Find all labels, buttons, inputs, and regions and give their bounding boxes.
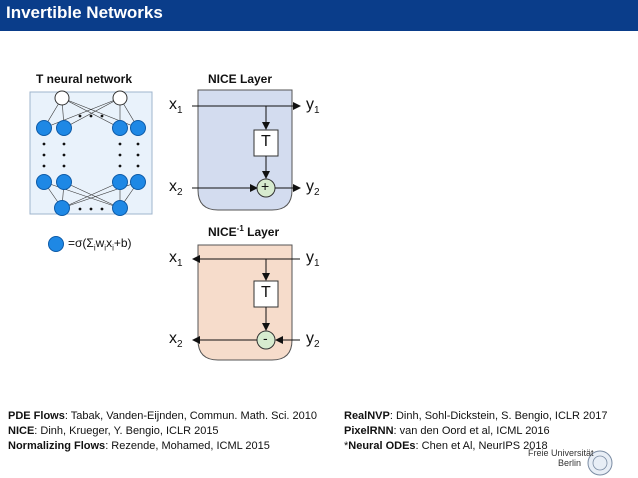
university-footer: Freie Universität Berlin	[528, 448, 638, 468]
formula-sub: i	[112, 243, 114, 253]
reference-item: NICE: Dinh, Krueger, Y. Bengio, ICLR 201…	[8, 424, 317, 439]
reference-name: Neural ODEs	[348, 440, 416, 452]
output-node	[54, 200, 70, 216]
hidden-node	[36, 120, 52, 136]
reference-text: : Dinh, Sohl-Dickstein, S. Bengio, ICLR …	[389, 410, 608, 422]
nice-y1-label: y1	[306, 96, 320, 116]
formula-part: =σ(Σ	[68, 236, 94, 250]
reference-name: RealNVP	[344, 410, 390, 422]
hidden-node	[36, 174, 52, 190]
page-title: Invertible Networks	[6, 3, 163, 22]
reference-text: : Chen et Al, NeurIPS 2018	[415, 440, 548, 452]
nice-inverse-layer-title: NICE-1 Layer	[208, 224, 279, 239]
nice-y2-label: y2	[306, 178, 320, 198]
var-letter: y	[306, 178, 314, 195]
var-letter: x	[169, 249, 177, 266]
hidden-node	[130, 120, 146, 136]
reference-prefix: *	[344, 440, 349, 452]
nice-op-label: +	[261, 178, 270, 194]
reference-item: PixelRNN: van den Oord et al, ICML 2016	[344, 424, 608, 439]
reference-item: PDE Flows: Tabak, Vanden-Eijnden, Commun…	[8, 409, 317, 424]
var-letter: x	[169, 178, 177, 195]
reference-name: PixelRNN	[344, 425, 394, 437]
nice-x2-label: x2	[169, 178, 183, 198]
nice-inv-y2-label: y2	[306, 330, 320, 350]
var-sub: 2	[177, 187, 183, 199]
nice-x1-label: x1	[169, 96, 183, 116]
input-node	[112, 90, 128, 106]
formula-part: +b)	[113, 236, 132, 250]
var-sub: 2	[177, 339, 183, 351]
reference-name: Normalizing Flows	[8, 440, 106, 452]
nice-inv-op-label: -	[263, 330, 268, 346]
nice-inv-t-label: T	[261, 284, 271, 301]
hidden-node	[130, 174, 146, 190]
title-sup: -1	[236, 224, 244, 233]
nice-inv-y1-label: y1	[306, 249, 320, 269]
reference-name: NICE	[8, 425, 35, 437]
nice-layer-title: NICE Layer	[208, 72, 273, 86]
network-panel	[29, 91, 153, 215]
reference-text: : Rezende, Mohamed, ICML 2015	[105, 440, 270, 452]
reference-text: : Tabak, Vanden-Eijnden, Commun. Math. S…	[64, 410, 317, 422]
neuron-formula: =σ(Σiwixi+b)	[68, 236, 132, 252]
network-title: T neural network	[36, 72, 133, 86]
hidden-node	[112, 174, 128, 190]
reference-text: : van den Oord et al, ICML 2016	[393, 425, 550, 437]
var-sub: 2	[314, 187, 320, 199]
nice-inv-x1-label: x1	[169, 249, 183, 269]
title-bar: Invertible Networks	[0, 0, 638, 31]
var-sub: 1	[314, 258, 320, 270]
formula-part: x	[106, 236, 113, 250]
var-sub: 1	[314, 105, 320, 117]
reference-item: RealNVP: Dinh, Sohl-Dickstein, S. Bengio…	[344, 409, 608, 424]
var-letter: y	[306, 96, 314, 113]
nice-inv-x2-label: x2	[169, 330, 183, 350]
ellipsis-dots	[42, 114, 140, 211]
reference-item: Normalizing Flows: Rezende, Mohamed, ICM…	[8, 439, 317, 454]
title-part: Layer	[243, 225, 280, 239]
references-left: PDE Flows: Tabak, Vanden-Eijnden, Commun…	[8, 409, 317, 454]
legend-neuron	[48, 236, 64, 252]
university-name: Freie Universität	[528, 448, 594, 458]
university-city: Berlin	[558, 458, 582, 468]
var-sub: 1	[177, 105, 183, 117]
reference-item: *Neural ODEs: Chen et Al, NeurIPS 2018	[344, 439, 608, 454]
nice-inverse-t-box	[253, 280, 279, 308]
reference-text: : Dinh, Krueger, Y. Bengio, ICLR 2015	[34, 425, 219, 437]
var-letter: x	[169, 330, 177, 347]
formula-part: w	[95, 236, 105, 250]
input-node	[54, 90, 70, 106]
output-node	[112, 200, 128, 216]
formula-sub: i	[93, 243, 96, 253]
var-letter: x	[169, 96, 177, 113]
var-letter: y	[306, 249, 314, 266]
var-letter: y	[306, 330, 314, 347]
var-sub: 1	[177, 258, 183, 270]
var-sub: 2	[314, 339, 320, 351]
nice-t-label: T	[261, 133, 271, 150]
references-right: RealNVP: Dinh, Sohl-Dickstein, S. Bengio…	[344, 409, 608, 454]
title-part: NICE	[208, 225, 237, 239]
hidden-node	[112, 120, 128, 136]
hidden-node	[56, 174, 72, 190]
hidden-node	[56, 120, 72, 136]
formula-sub: i	[104, 243, 107, 253]
university-seal	[587, 450, 613, 476]
reference-name: PDE Flows	[8, 410, 65, 422]
